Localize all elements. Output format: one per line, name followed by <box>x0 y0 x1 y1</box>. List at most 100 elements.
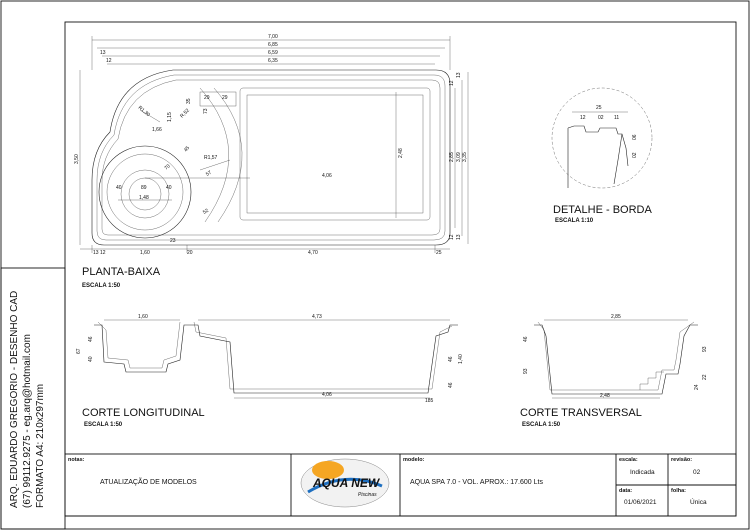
cross-dim-285: 2,85 <box>611 314 621 320</box>
author-line3: FORMATO A4: 210x297mm <box>35 384 46 508</box>
data-label: data: <box>619 488 632 494</box>
long-dim-185: 185 <box>425 398 434 404</box>
plan-bench-curve <box>199 87 229 223</box>
cross-profile-inner <box>537 321 695 391</box>
cross-title: CORTE TRANSVERSAL <box>520 407 642 419</box>
cross-dim-24: 24 <box>694 384 700 390</box>
cross-scale: ESCALA 1:50 <box>522 422 561 428</box>
detail-dim-25: 25 <box>596 105 602 111</box>
plan-pool-inner <box>239 87 431 221</box>
cross-dim-93b: 93 <box>702 346 708 352</box>
long-dim-140: 1,40 <box>458 354 464 364</box>
plan-view: 7,00 6,85 6,59 6,35 13 12 13 12 1,60 23 … <box>74 34 469 289</box>
folha-label: folha: <box>671 488 686 494</box>
cross-dim-46: 46 <box>523 336 529 342</box>
logo-text: AQUA NEW <box>312 476 381 490</box>
dim-bottom-470: 4,70 <box>308 250 318 256</box>
dim-73: 73 <box>203 108 209 114</box>
long-dim-46a: 46 <box>88 336 94 342</box>
dim-left-350: 3,50 <box>74 154 80 164</box>
plan-spa-floor <box>128 177 162 211</box>
dim-89: 89 <box>141 185 147 191</box>
folha-value: Única <box>690 497 707 506</box>
leader-r130 <box>139 109 161 123</box>
long-dim-473: 4,73 <box>312 314 322 320</box>
plan-bottom-dims: 13 12 1,60 23 20 4,70 25 <box>80 238 450 256</box>
long-dim-67: 67 <box>76 348 82 354</box>
dim-bottom-23: 23 <box>170 238 176 244</box>
dim-top-13: 13 <box>100 50 106 56</box>
dim-115: 1,15 <box>167 112 173 122</box>
dim-52: 52 <box>202 208 210 216</box>
longitudinal-section: 1,60 4,73 46 67 40 46 1,40 46 4,06 185 C… <box>76 314 464 428</box>
detail-dim-12: 12 <box>580 115 586 121</box>
detail-profile <box>567 125 629 188</box>
plan-bench-curve-2 <box>213 87 243 223</box>
dim-r52: R,52 <box>179 108 191 120</box>
cross-section: 2,85 46 93 93 22 24 2,48 CORTE TRANSVERS… <box>520 314 708 428</box>
inner-border <box>64 21 737 517</box>
modelo-label: modelo: <box>403 457 425 463</box>
dim-29a: 29 <box>204 95 210 101</box>
cross-profile-outer <box>534 324 698 395</box>
plan-title: PLANTA-BAIXA <box>82 266 161 278</box>
dim-right-13a: 13 <box>456 72 462 78</box>
plan-shell-2 <box>96 74 446 241</box>
author-block: ARQ. EDUARDO GREGORIO - DESENHO CAD (67)… <box>9 291 46 508</box>
cross-steps <box>639 371 664 390</box>
dim-right-12b: 12 <box>449 234 455 240</box>
data-value: 01/06/2021 <box>624 499 657 506</box>
revisao-value: 02 <box>693 469 701 476</box>
dim-659: 6,59 <box>268 50 278 56</box>
dim-40a: 40 <box>116 185 122 191</box>
long-dim-160: 1,60 <box>138 314 148 320</box>
dim-57: 57 <box>205 170 213 178</box>
detail-circle <box>551 87 653 189</box>
long-dim-406: 4,06 <box>322 392 332 398</box>
dim-248: 2,48 <box>398 148 404 158</box>
long-dim-46c: 46 <box>448 382 454 388</box>
dim-166: 1,66 <box>152 127 162 133</box>
long-dim-46b: 46 <box>448 356 454 362</box>
dim-bottom-20: 20 <box>187 250 193 256</box>
dim-70: 70 <box>163 163 171 171</box>
author-box <box>0 267 66 530</box>
dim-right-12a: 12 <box>449 80 455 86</box>
dim-bottom-12: 12 <box>100 250 106 256</box>
long-profile-outer <box>94 324 458 394</box>
dim-right-13b: 13 <box>456 234 462 240</box>
detail-dim-02b: 02 <box>632 152 638 158</box>
long-dim-40: 40 <box>88 356 94 362</box>
detail-view: 25 12 02 11 06 02 DETALHE - BORDA ESCALA… <box>551 87 653 224</box>
dim-bottom-13: 13 <box>93 250 99 256</box>
dim-40b: 40 <box>166 185 172 191</box>
plan-spa-mid <box>106 153 184 231</box>
leader-r157 <box>199 159 231 171</box>
author-line1: ARQ. EDUARDO GREGORIO - DESENHO CAD <box>9 291 20 508</box>
revisao-label: revisão: <box>671 457 692 463</box>
dim-bottom-25: 25 <box>436 250 442 256</box>
detail-title: DETALHE - BORDA <box>553 204 652 216</box>
plan-step-box <box>199 91 237 107</box>
logo-tagline: Piscinas <box>358 492 377 498</box>
plan-scale: ESCALA 1:50 <box>82 283 121 289</box>
dim-right-285: 2,85 <box>449 152 455 162</box>
aqua-new-logo: AQUA NEW Piscinas <box>300 458 390 508</box>
dim-635: 6,35 <box>268 58 278 64</box>
notas-label: notas: <box>68 457 85 463</box>
dim-right-309: 3,09 <box>456 152 462 162</box>
notas-value: ATUALIZAÇÃO DE MODELOS <box>100 477 197 486</box>
long-profile-inner <box>97 321 453 390</box>
dim-29b: 29 <box>222 95 228 101</box>
dim-right-335: 3,35 <box>462 152 468 162</box>
plan-outer-shell <box>91 69 451 246</box>
dim-top-12: 12 <box>106 58 112 64</box>
dim-bottom-160: 1,60 <box>140 250 150 256</box>
dim-r157: R1,57 <box>204 155 218 161</box>
dim-685: 6,85 <box>268 42 278 48</box>
dim-148: 1,48 <box>139 195 149 201</box>
detail-dim-02: 02 <box>598 115 604 121</box>
plan-pool-floor <box>246 94 424 214</box>
